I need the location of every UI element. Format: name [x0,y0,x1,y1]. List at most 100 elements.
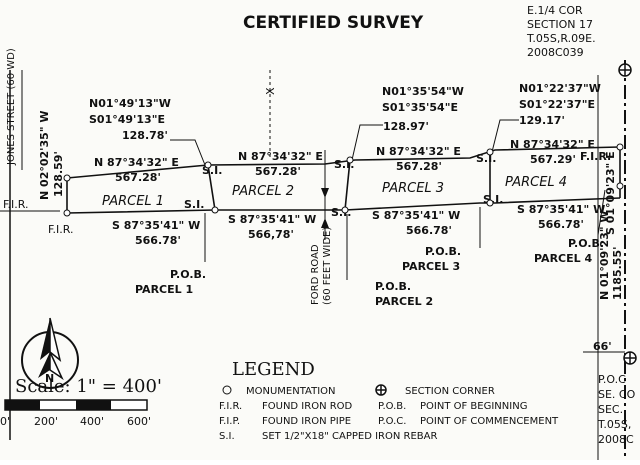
scale-tick-0: 0' [0,415,10,428]
parcel-3-label: PARCEL 3 [382,181,444,196]
div3-bearing-s: S01°22'37"E [519,98,595,111]
fir-west-label: F.I.R. [3,198,29,211]
div3-leader [491,119,519,153]
legend-item-3: FOUND IRON PIPE [262,416,351,427]
north-distance-1: 567.28' [115,171,161,184]
legend-item-4: SET 1/2"X18" CAPPED IRON REBAR [262,431,437,442]
pob4-leader [597,189,606,236]
pob1-label: P.O.B. [170,268,206,281]
pob4-label: P.O.B. [568,237,604,250]
ford-arrow-down-icon [321,188,329,198]
south-distance-1: 566.78' [135,234,181,247]
east-distance: 1185.55' [611,247,624,300]
pob4-parcel: PARCEL 4 [534,252,592,265]
pob1-parcel: PARCEL 1 [135,283,193,296]
scale-tick-400: 400' [80,415,104,428]
legend-item-2: FOUND IRON ROD [262,401,353,412]
corner-se-line-2: SE. CO [598,388,636,401]
scale-label: Scale: 1" = 400' [15,376,162,397]
legend-item-1: MONUMENTATION [246,386,336,397]
legend-key-3: F.I.P. [219,416,240,427]
si-label-1s: S.I. [184,198,204,211]
east-bearing-n: N 01°09'23" W [598,210,611,300]
div1-bearing-s: S01°49'13"E [89,113,165,126]
div1-distance: 128.78' [122,129,168,142]
section-corner-ne-icon [618,63,632,77]
legend-section-corner-icon [375,384,387,396]
divider-1-2 [207,164,216,211]
north-bearing-1: N 87°34'32" E [94,156,179,169]
dim-66-label: 66' [593,340,612,353]
ford-arrow-up-icon [321,218,329,228]
legend-key-7: P.O.C. [378,416,406,427]
south-distance-3: 566.78' [406,224,452,237]
fir-sw-label: F.I.R. [48,223,74,236]
ne-corner-label: E.1/4 COR SECTION 17 T.05S,R.09E. 2008C0… [526,4,596,59]
legend-item-6: POINT OF BEGINNING [420,401,527,412]
parcel-4-label: PARCEL 4 [505,175,567,190]
north-distance-2: 567.28' [255,165,301,178]
scale-tick-600: 600' [127,415,151,428]
north-bearing-2: N 87°34'32" E [238,150,323,163]
south-bearing-2: S 87°35'41" W [228,213,316,226]
legend-monument-icon [222,385,232,395]
street-left-label: JONES STREET (60 WD) [6,48,17,166]
div2-bearing-s: S01°35'54"E [382,101,458,114]
monument-sw [63,209,71,217]
pob2-parcel: PARCEL 2 [375,295,433,308]
south-bearing-1: S 87°35'41" W [112,219,200,232]
divider-2-3 [344,159,351,211]
north-letter: N [45,372,54,385]
legend-item-5: SECTION CORNER [405,386,495,397]
corner-ne-line-3: T.05S,R.09E. [526,32,596,45]
legend-item-7: POINT OF COMMENCEMENT [420,416,559,427]
si-label-2s: S.I. [331,206,351,219]
monument-2s [341,206,349,214]
south-bearing-3: S 87°35'41" W [372,209,460,222]
parcel-2-label: PARCEL 2 [232,184,294,199]
legend-title: LEGEND [232,359,315,380]
div2-bearing-n: N01°35'54"W [382,85,464,98]
south-bearing-4: S 87°35'41" W [517,203,605,216]
div2-distance: 128.97' [383,120,429,133]
monument-4n [616,143,624,151]
scale-bar [4,399,148,411]
pob2-label: P.O.B. [375,280,411,293]
legend-key-2: F.I.R. [219,401,242,412]
monument-1n [204,161,212,169]
si-label-3n: S.I. [476,152,496,165]
corner-ne-line-2: SECTION 17 [527,18,593,31]
corner-ne-line-1: E.1/4 COR [527,4,583,17]
corner-se-line-3: SEC. [598,403,623,416]
west-bearing: N 02°02'35" W [38,110,51,200]
corner-se-line-4: T.05S, [597,418,631,431]
div1-bearing-n: N01°49'13"W [89,97,171,110]
section-corner-se-icon [623,351,637,365]
south-distance-2: 566,78' [248,228,294,241]
north-arrow-icon [21,317,79,389]
div1-leader [170,139,206,166]
north-distance-3: 567.28' [396,160,442,173]
monument-3s [486,199,494,207]
x-marker: X [264,87,277,95]
monument-1s [211,206,219,214]
north-bearing-3: N 87°34'32" E [376,145,461,158]
monument-4s [616,182,624,190]
div3-distance: 129.17' [519,114,565,127]
monument-3n [486,148,494,156]
ford-road-label: FORD ROAD [310,244,321,305]
north-bearing-4: N 87°34'32" E [510,138,595,151]
corner-se-line-5: 2008C [598,433,634,446]
south-distance-4: 566.78' [538,218,584,231]
west-distance: 128.59' [52,151,65,197]
pob3-label: P.O.B. [425,245,461,258]
div2-leader [351,124,383,161]
legend-key-6: P.O.B. [378,401,406,412]
monument-nw [63,174,71,182]
east-bearing-s: S 01°09'23" E [604,151,617,235]
div3-bearing-n: N01°22'37"W [519,82,601,95]
corner-ne-line-4: 2008C039 [527,46,584,59]
north-distance-4: 567.29' [530,153,576,166]
fir-label-ne: F.I.R. [580,150,611,163]
